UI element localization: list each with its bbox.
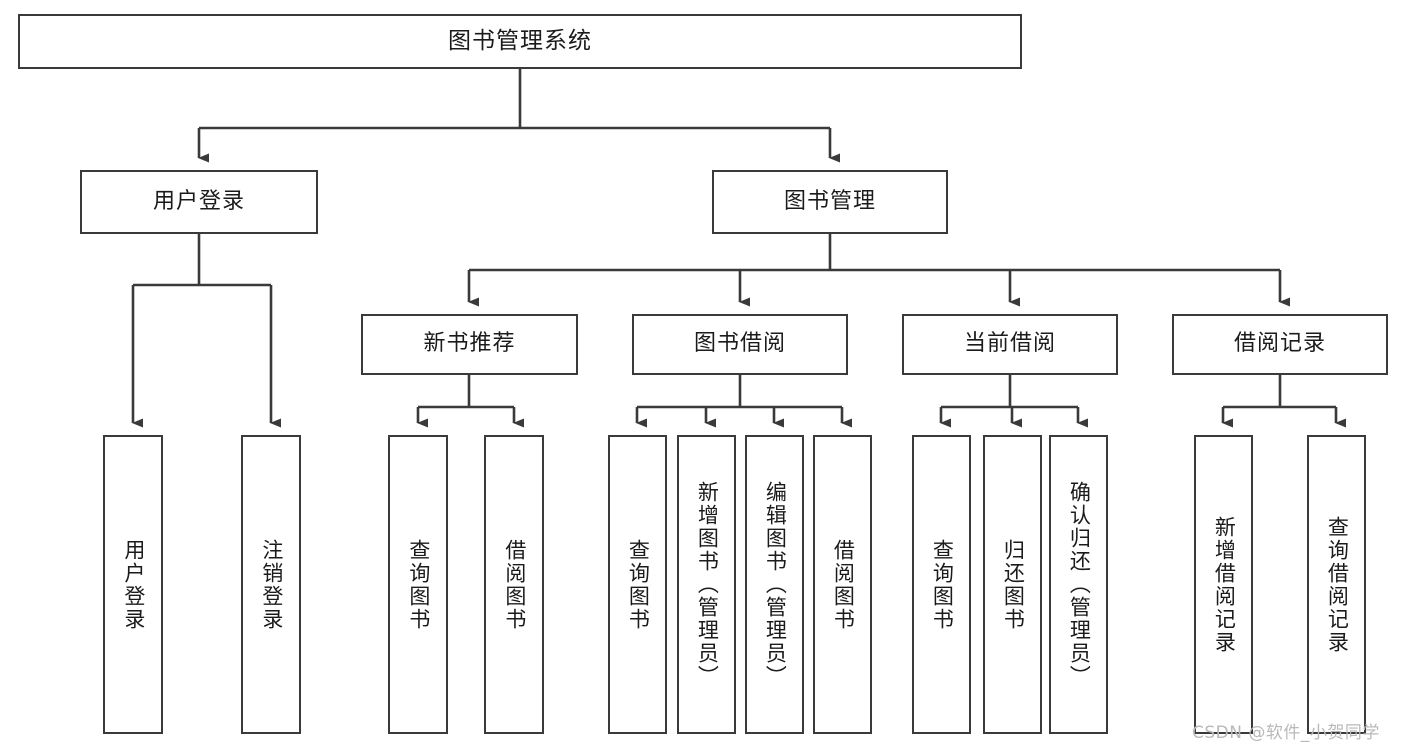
node-leaf-query-book-1-label: 查询图书 bbox=[406, 538, 431, 631]
node-new-book-recommend-label: 新书推荐 bbox=[423, 331, 516, 357]
node-root-label: 图书管理系统 bbox=[448, 27, 592, 54]
node-leaf-user-login-label: 用户登录 bbox=[121, 538, 146, 631]
node-leaf-query-record[interactable]: 查询借阅记录 bbox=[1307, 435, 1366, 734]
node-leaf-borrow-book-2[interactable]: 借阅图书 bbox=[813, 435, 872, 734]
node-user-login[interactable]: 用户登录 bbox=[80, 170, 318, 234]
node-leaf-query-book-2-label: 查询图书 bbox=[626, 538, 651, 631]
node-leaf-confirm-return-label: 确认归还（管理员） bbox=[1067, 481, 1092, 688]
node-leaf-edit-book-label: 编辑图书（管理员） bbox=[763, 481, 788, 688]
node-book-borrow[interactable]: 图书借阅 bbox=[632, 314, 848, 375]
node-leaf-borrow-book-2-label: 借阅图书 bbox=[831, 538, 856, 631]
node-leaf-query-book-2[interactable]: 查询图书 bbox=[608, 435, 667, 734]
node-leaf-logout-label: 注销登录 bbox=[259, 538, 284, 631]
node-user-login-label: 用户登录 bbox=[152, 188, 245, 214]
node-leaf-logout[interactable]: 注销登录 bbox=[241, 435, 301, 734]
node-root[interactable]: 图书管理系统 bbox=[18, 14, 1022, 69]
node-leaf-borrow-book-1-label: 借阅图书 bbox=[502, 538, 527, 631]
node-leaf-edit-book[interactable]: 编辑图书（管理员） bbox=[745, 435, 804, 734]
node-borrow-record[interactable]: 借阅记录 bbox=[1172, 314, 1388, 375]
node-new-book-recommend[interactable]: 新书推荐 bbox=[361, 314, 578, 375]
node-borrow-record-label: 借阅记录 bbox=[1233, 331, 1326, 357]
node-leaf-confirm-return[interactable]: 确认归还（管理员） bbox=[1049, 435, 1108, 734]
node-book-manage-label: 图书管理 bbox=[783, 188, 876, 214]
node-leaf-add-record[interactable]: 新增借阅记录 bbox=[1194, 435, 1253, 734]
node-leaf-add-book[interactable]: 新增图书（管理员） bbox=[677, 435, 736, 734]
node-leaf-user-login[interactable]: 用户登录 bbox=[103, 435, 163, 734]
node-leaf-query-record-label: 查询借阅记录 bbox=[1325, 515, 1350, 654]
node-current-borrow[interactable]: 当前借阅 bbox=[902, 314, 1118, 375]
node-current-borrow-label: 当前借阅 bbox=[963, 331, 1056, 357]
node-leaf-query-book-1[interactable]: 查询图书 bbox=[388, 435, 448, 734]
node-leaf-borrow-book-1[interactable]: 借阅图书 bbox=[484, 435, 544, 734]
node-book-borrow-label: 图书借阅 bbox=[693, 331, 786, 357]
node-leaf-return-book[interactable]: 归还图书 bbox=[983, 435, 1042, 734]
node-leaf-add-book-label: 新增图书（管理员） bbox=[695, 481, 720, 688]
node-book-manage[interactable]: 图书管理 bbox=[712, 170, 948, 234]
node-leaf-query-book-3-label: 查询图书 bbox=[930, 538, 955, 631]
node-leaf-query-book-3[interactable]: 查询图书 bbox=[912, 435, 971, 734]
node-leaf-add-record-label: 新增借阅记录 bbox=[1212, 515, 1237, 654]
node-leaf-return-book-label: 归还图书 bbox=[1001, 538, 1026, 631]
watermark-text: CSDN @软件_小贺同学 bbox=[1192, 723, 1380, 743]
